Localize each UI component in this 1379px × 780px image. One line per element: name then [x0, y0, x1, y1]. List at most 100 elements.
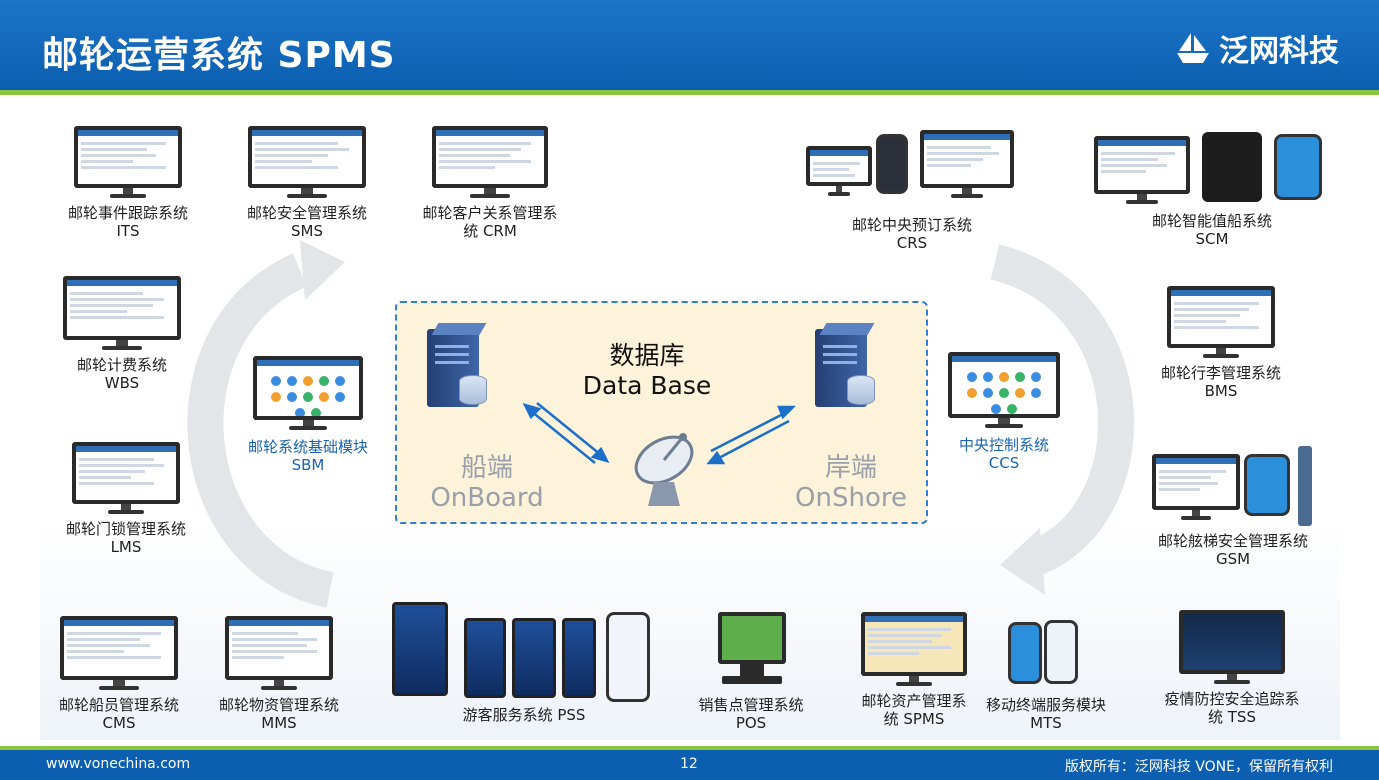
onboard-label-cn: 船端 [460, 453, 513, 483]
monitor-icon [74, 126, 182, 198]
monitor-icon [1094, 136, 1190, 204]
device-case-icon [1202, 132, 1262, 202]
slide-header: 邮轮运营系统 SPMS 泛网科技 [0, 0, 1379, 90]
onshore-label-en: OnShore [795, 483, 907, 513]
pos-terminal-icon [692, 612, 810, 688]
handheld-terminal-icon [1244, 454, 1290, 516]
system-label: 邮轮物资管理系统 [218, 696, 339, 714]
system-code: LMS [110, 538, 142, 556]
system-code: BMS [1204, 382, 1238, 400]
monitor-icon [920, 130, 1014, 198]
system-mms[interactable]: 邮轮物资管理系统 MMS [216, 616, 342, 732]
satellite-dish-icon [634, 433, 694, 506]
monitor-icon [1179, 610, 1285, 684]
footer-url[interactable]: www.vonechina.com [46, 756, 191, 772]
tablet-icon [464, 618, 506, 698]
system-sms[interactable]: 邮轮安全管理系统 SMS [240, 126, 374, 240]
phone-icon [606, 612, 650, 702]
system-label: 邮轮船员管理系统 [58, 696, 179, 714]
system-code: POS [735, 714, 767, 732]
page-number: 12 [680, 756, 698, 772]
device-group [982, 620, 1110, 688]
system-code: GSM [1215, 550, 1251, 568]
logo-text: 泛网科技 [1219, 34, 1339, 69]
onboard-label-en: OnBoard [430, 483, 544, 513]
system-code: CCS [988, 454, 1020, 472]
device-group [1148, 446, 1318, 526]
system-wbs[interactable]: 邮轮计费系统 WBS [62, 276, 182, 392]
monitor-icon [432, 126, 548, 198]
monitor-icon [1152, 454, 1240, 520]
monitor-icon [861, 612, 967, 686]
device-group [804, 130, 1020, 206]
system-label: 邮轮门锁管理系统 [65, 520, 186, 538]
onshore-server-icon [815, 323, 877, 407]
system-pos[interactable]: 销售点管理系统 POS [692, 612, 810, 732]
system-code: CMS [102, 714, 136, 732]
system-label: 邮轮系统基础模块 [247, 438, 368, 456]
system-code: SCM [1195, 230, 1229, 248]
ship-logo-icon [1177, 33, 1209, 63]
system-crs[interactable]: 邮轮中央预订系统 CRS [804, 130, 1020, 252]
system-label: 邮轮安全管理系统 [246, 204, 367, 222]
header-accent-line [0, 90, 1379, 95]
monitor-icon [1167, 286, 1275, 358]
system-sbm[interactable]: 邮轮系统基础模块 SBM [240, 356, 376, 474]
system-code: SMS [291, 222, 323, 240]
monitor-icon [63, 276, 181, 350]
db-title-cn: 数据库 [609, 341, 685, 370]
db-title-en: Data Base [582, 371, 712, 400]
monitor-icon [248, 126, 366, 198]
device-group [1094, 130, 1330, 206]
handheld-terminal-icon [1274, 134, 1322, 200]
monitor-icon [72, 442, 180, 514]
slide-footer: www.vonechina.com 12 版权所有：泛网科技 VONE，保留所有… [0, 750, 1379, 780]
system-mts[interactable]: 移动终端服务模块 MTS [982, 620, 1110, 732]
system-label: 邮轮资产管理系 [861, 692, 967, 710]
system-code: MMS [261, 714, 297, 732]
monitor-icon [60, 616, 178, 690]
system-code: 统 CRM [463, 222, 517, 240]
company-logo: 泛网科技 [1173, 26, 1339, 70]
monitor-icon [806, 146, 872, 196]
system-spms[interactable]: 邮轮资产管理系 统 SPMS [854, 612, 974, 728]
system-scm[interactable]: 邮轮智能值船系统 SCM [1094, 130, 1330, 248]
monitor-icon [253, 356, 363, 430]
system-code: MTS [1030, 714, 1062, 732]
system-label: 邮轮事件跟踪系统 [67, 204, 188, 222]
system-label: 游客服务系统 PSS [462, 706, 586, 724]
system-code: 统 TSS [1208, 708, 1256, 726]
system-code: SBM [291, 456, 325, 474]
system-pss[interactable]: 游客服务系统 PSS [390, 600, 658, 724]
onboard-server-icon [427, 323, 489, 407]
system-label: 邮轮中央预订系统 [851, 216, 972, 234]
system-bms[interactable]: 邮轮行李管理系统 BMS [1158, 286, 1284, 400]
system-cms[interactable]: 邮轮船员管理系统 CMS [56, 616, 182, 732]
system-label: 中央控制系统 [958, 436, 1049, 454]
phone-icon [1044, 620, 1078, 684]
system-label: 邮轮行李管理系统 [1160, 364, 1281, 382]
system-label: 移动终端服务模块 [985, 696, 1106, 714]
monitor-icon [948, 352, 1060, 428]
system-label: 疫情防控安全追踪系 [1164, 690, 1300, 708]
system-its[interactable]: 邮轮事件跟踪系统 ITS [62, 126, 194, 240]
copyright-text: 版权所有：泛网科技 VONE，保留所有权利 [1064, 759, 1333, 775]
system-label: 邮轮客户关系管理系 [422, 204, 558, 222]
sync-arrows [522, 402, 797, 465]
handheld-terminal-icon [1008, 622, 1042, 684]
onshore-label-cn: 岸端 [824, 453, 877, 483]
monitor-icon [225, 616, 333, 690]
system-code: CRS [896, 234, 928, 252]
system-crm[interactable]: 邮轮客户关系管理系 统 CRM [418, 126, 562, 240]
system-label: 邮轮智能值船系统 [1151, 212, 1272, 230]
system-gsm[interactable]: 邮轮舷梯安全管理系统 GSM [1148, 446, 1318, 568]
system-lms[interactable]: 邮轮门锁管理系统 LMS [62, 442, 190, 556]
slide-title: 邮轮运营系统 SPMS [42, 35, 396, 76]
phone-icon [876, 134, 908, 194]
system-tss[interactable]: 疫情防控安全追踪系 统 TSS [1156, 610, 1308, 726]
system-code: ITS [116, 222, 140, 240]
tablet-icon [512, 618, 556, 698]
system-ccs[interactable]: 中央控制系统 CCS [946, 352, 1062, 472]
system-code: WBS [104, 374, 140, 392]
